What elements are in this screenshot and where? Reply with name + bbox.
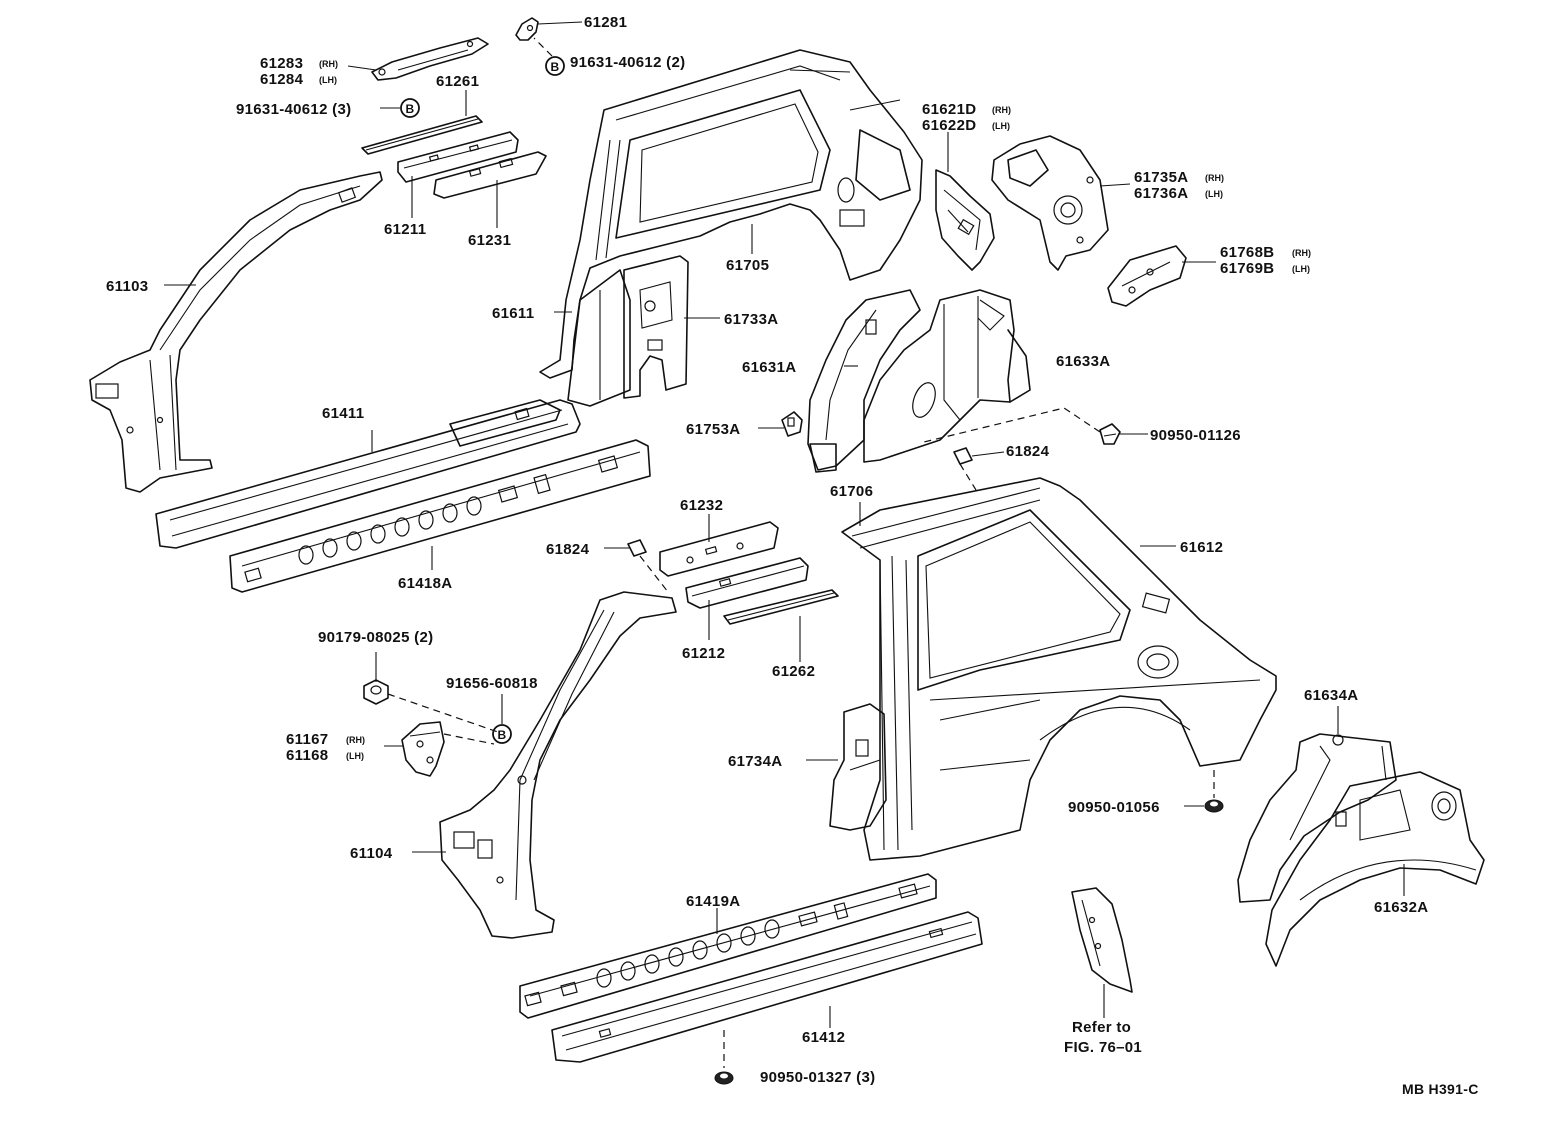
- part-61735a-drawing: [991, 135, 1109, 271]
- label-bolt-top-left: 91631-40612 (3): [236, 101, 351, 118]
- part-61211-drawing: [397, 131, 519, 183]
- label-61633a: 61633A: [1056, 353, 1110, 370]
- label-bolt-top-right: 91631-40612 (2): [570, 54, 685, 71]
- label-61706: 61706: [830, 483, 873, 500]
- label-61212: 61212: [682, 645, 725, 662]
- leader-lines: [164, 21, 1405, 1068]
- label-61733a: 61733A: [724, 311, 778, 328]
- part-61634a-drawing: [1237, 733, 1397, 903]
- part-61632a-drawing: [1265, 771, 1485, 967]
- label-61631a: 61631A: [742, 359, 796, 376]
- part-61262-drawing: [723, 589, 839, 625]
- label-clip-90950-01126: 90950-01126: [1150, 427, 1241, 444]
- part-61261-drawing: [361, 115, 483, 155]
- part-61412-drawing: [551, 911, 983, 1063]
- label-61167: 61167: [286, 731, 328, 748]
- label-61419a: 61419A: [686, 893, 740, 910]
- label-61753a: 61753A: [686, 421, 740, 438]
- label-61281: 61281: [584, 14, 627, 31]
- label-61824-left: 61824: [546, 541, 590, 558]
- label-61418a: 61418A: [398, 575, 452, 592]
- label-61735a-rh: (RH): [1205, 173, 1224, 183]
- label-nut-90950-01056: 90950-01056: [1068, 799, 1160, 816]
- part-61768b-drawing: [1107, 245, 1187, 307]
- label-bolt-91656: 91656-60818: [446, 675, 538, 692]
- part-61104-drawing: [439, 591, 677, 939]
- label-61284-lh: (LH): [319, 75, 337, 85]
- label-61612: 61612: [1180, 539, 1223, 556]
- part-61411-drawing: [155, 399, 581, 549]
- label-61211: 61211: [384, 221, 426, 238]
- label-61768b-rh: (RH): [1292, 248, 1311, 258]
- bolt-marker-mid: B: [492, 724, 512, 744]
- label-61735a: 61735A: [1134, 169, 1188, 186]
- part-61283-drawing: [371, 37, 489, 81]
- part-61611-drawing: [539, 49, 923, 407]
- label-61769b: 61769B: [1220, 260, 1274, 277]
- part-61612-drawing: [841, 477, 1277, 861]
- bolt-marker-top-right: B: [545, 56, 565, 76]
- label-61412: 61412: [802, 1029, 845, 1046]
- label-61621d-rh: (RH): [992, 105, 1011, 115]
- part-61621d-drawing: [935, 169, 995, 271]
- label-61262: 61262: [772, 663, 815, 680]
- label-61611: 61611: [492, 305, 534, 322]
- label-refer-line1: Refer to: [1072, 1019, 1131, 1036]
- svg-text:B: B: [406, 102, 415, 116]
- part-61633a-drawing: [863, 289, 1031, 463]
- label-61632a: 61632A: [1374, 899, 1428, 916]
- label-61622d-lh: (LH): [992, 121, 1010, 131]
- part-61281-drawing: [515, 17, 539, 41]
- label-61167-rh: (RH): [346, 735, 365, 745]
- label-61284: 61284: [260, 71, 304, 88]
- part-61212-drawing: [685, 557, 809, 609]
- label-61283: 61283: [260, 55, 303, 72]
- part-61824-right-drawing: [953, 447, 973, 465]
- label-refer-line2: FIG. 76–01: [1064, 1039, 1142, 1056]
- label-61736a: 61736A: [1134, 185, 1188, 202]
- label-61769b-lh: (LH): [1292, 264, 1310, 274]
- part-clip-90950-01126-drawing: [1099, 423, 1121, 445]
- part-nut-90950-01327-drawing: [714, 1071, 734, 1085]
- part-61733a-drawing: [623, 255, 689, 399]
- part-61824-left-drawing: [627, 539, 647, 557]
- label-61261: 61261: [436, 73, 479, 90]
- label-61103: 61103: [106, 278, 148, 295]
- label-61621d: 61621D: [922, 101, 976, 118]
- part-61753a-drawing: [781, 411, 803, 437]
- part-refer-fig-drawing: [1071, 887, 1133, 993]
- part-61167-drawing: [401, 721, 445, 777]
- figure-code: MB H391-C: [1402, 1081, 1479, 1097]
- label-61634a: 61634A: [1304, 687, 1358, 704]
- label-61622d: 61622D: [922, 117, 976, 134]
- label-61824-right: 61824: [1006, 443, 1050, 460]
- label-61231: 61231: [468, 232, 511, 249]
- label-nut-90179: 90179-08025 (2): [318, 629, 433, 646]
- part-nut-90950-01056-drawing: [1204, 799, 1224, 813]
- part-61418a-drawing: [229, 439, 651, 593]
- svg-text:B: B: [498, 728, 507, 742]
- part-61103-drawing: [89, 171, 383, 493]
- part-61232-drawing: [659, 521, 779, 577]
- label-61283-rh: (RH): [319, 59, 338, 69]
- part-nut-90179-drawing: [363, 679, 389, 705]
- label-61168-lh: (LH): [346, 751, 364, 761]
- svg-text:B: B: [551, 60, 560, 74]
- label-61768b: 61768B: [1220, 244, 1274, 261]
- label-61232: 61232: [680, 497, 723, 514]
- part-61734a-drawing: [829, 703, 887, 831]
- label-61734a: 61734A: [728, 753, 782, 770]
- labels: 61281 61283 (RH) 61284 (LH) 61261 91631-…: [106, 14, 1479, 1097]
- label-61168: 61168: [286, 747, 328, 764]
- part-61631a-drawing: [807, 289, 921, 473]
- label-61705: 61705: [726, 257, 769, 274]
- bolt-marker-top-left: B: [400, 98, 420, 118]
- label-61411: 61411: [322, 405, 364, 422]
- label-61104: 61104: [350, 845, 393, 862]
- part-61231-drawing: [433, 151, 547, 199]
- label-61736a-lh: (LH): [1205, 189, 1223, 199]
- part-61419a-drawing: [519, 873, 937, 1019]
- label-nut-90950-01327: 90950-01327 (3): [760, 1069, 875, 1086]
